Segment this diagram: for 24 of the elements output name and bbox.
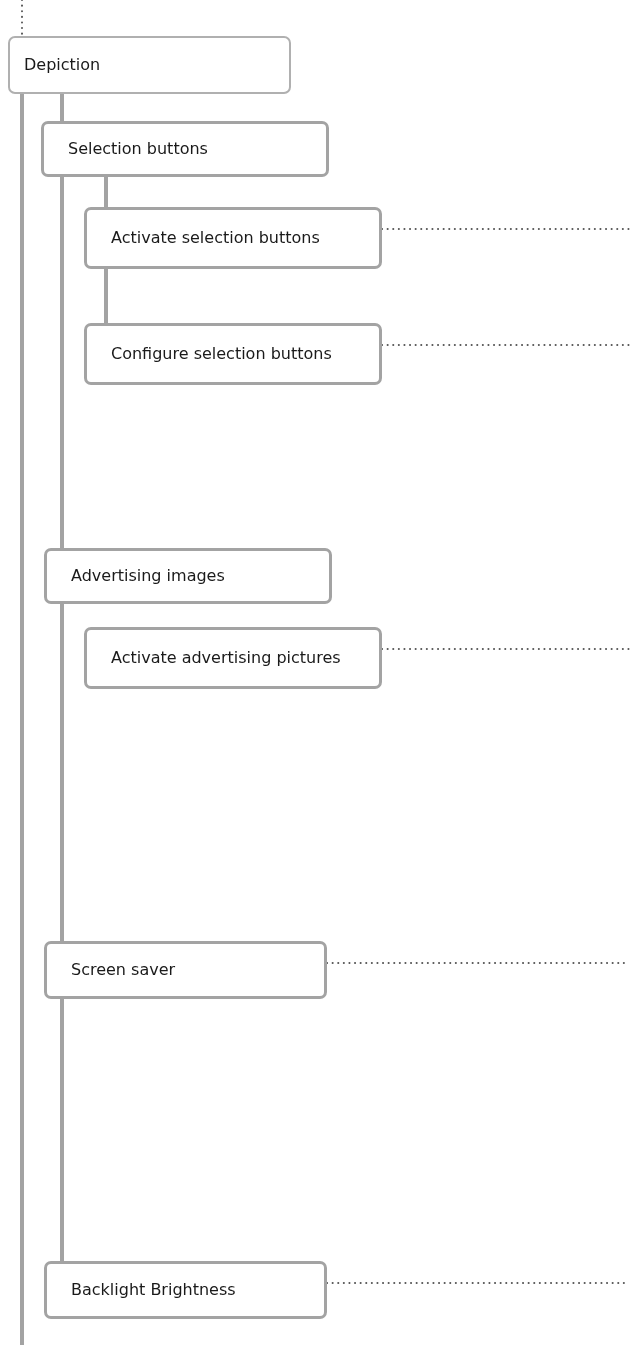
- menu-box: [44, 1261, 327, 1319]
- tree-connector: [60, 94, 64, 121]
- menu-label: Advertising images: [71, 565, 225, 587]
- tree-connector: [60, 177, 64, 548]
- menu-box: [8, 36, 291, 94]
- tree-connector: [20, 94, 24, 1345]
- menu-label: Configure selection buttons: [111, 343, 332, 365]
- dotted-connector: [21, 0, 23, 37]
- tree-connector: [60, 999, 64, 1261]
- menu-box: [41, 121, 329, 177]
- menu-box: [44, 548, 332, 604]
- tree-connector: [104, 269, 108, 323]
- menu-label: Depiction: [24, 54, 101, 76]
- tree-connector: [104, 177, 108, 207]
- menu-label: Activate advertising pictures: [111, 647, 341, 669]
- menu-label: Backlight Brightness: [71, 1279, 236, 1301]
- tree-connector: [60, 604, 64, 941]
- menu-box: [84, 207, 382, 269]
- menu-label: Screen saver: [71, 959, 176, 981]
- menu-label: Selection buttons: [68, 138, 208, 160]
- menu-box: [84, 627, 382, 689]
- menu-label: Activate selection buttons: [111, 227, 320, 249]
- menu-box: [44, 941, 327, 999]
- menu-box: [84, 323, 382, 385]
